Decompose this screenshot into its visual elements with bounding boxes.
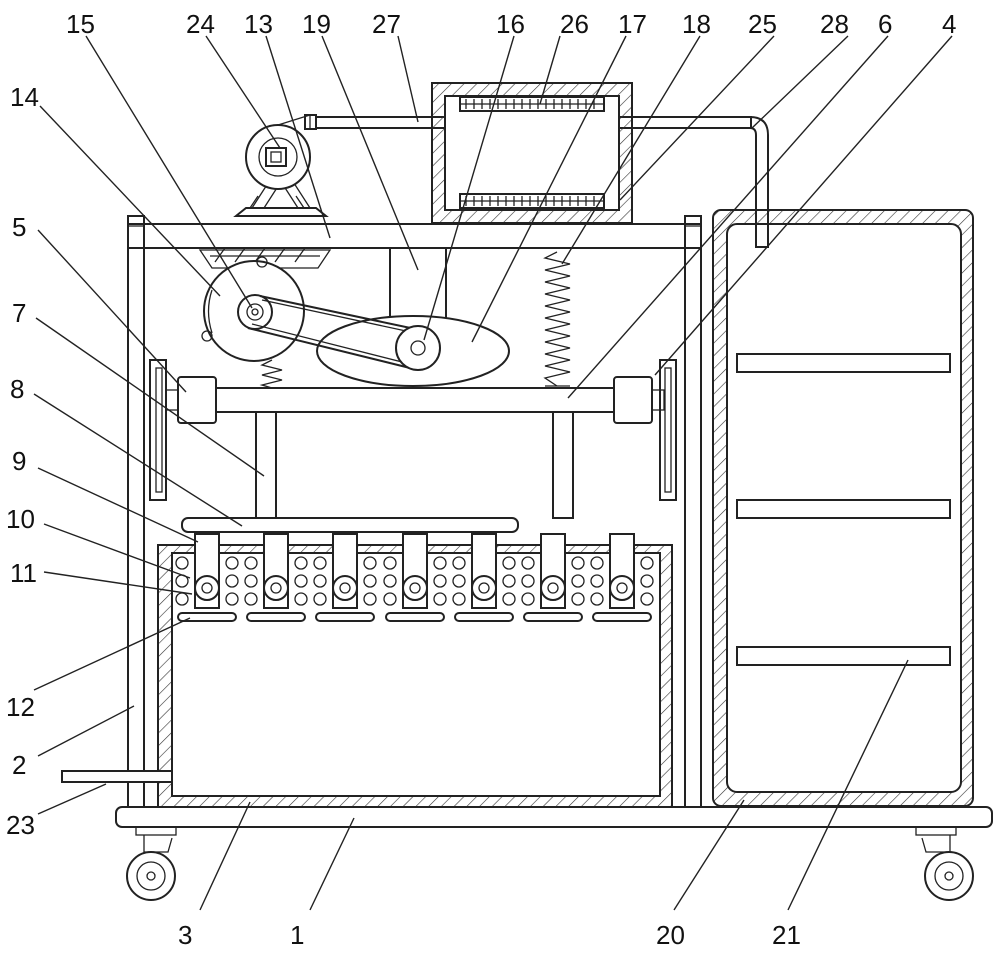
label-19: 19 bbox=[302, 9, 331, 39]
filter-box bbox=[431, 82, 633, 224]
label-8: 8 bbox=[10, 374, 24, 404]
label-2: 2 bbox=[12, 750, 26, 780]
label-5: 5 bbox=[12, 212, 26, 242]
filter-screen-lower bbox=[459, 193, 605, 209]
roller-assembly bbox=[313, 533, 377, 622]
support-rods bbox=[255, 411, 574, 519]
left-caster-wheel bbox=[126, 826, 177, 901]
label-11: 11 bbox=[10, 558, 37, 588]
roller-assembly bbox=[175, 533, 239, 622]
label-18: 18 bbox=[682, 9, 711, 39]
label-24: 24 bbox=[186, 9, 215, 39]
label-16: 16 bbox=[496, 9, 525, 39]
callout-labels: 15 24 13 19 27 16 26 17 18 25 28 6 4 14 … bbox=[6, 9, 956, 950]
label-27: 27 bbox=[372, 9, 401, 39]
label-13: 13 bbox=[244, 9, 273, 39]
label-15: 15 bbox=[66, 9, 95, 39]
label-10: 10 bbox=[6, 504, 35, 534]
label-9: 9 bbox=[12, 446, 26, 476]
storage-box bbox=[712, 209, 974, 807]
roller-assembly bbox=[383, 533, 447, 622]
pulley bbox=[395, 325, 441, 371]
right-caster-wheel bbox=[915, 826, 974, 901]
label-4: 4 bbox=[942, 9, 956, 39]
sliders bbox=[165, 376, 665, 424]
label-14: 14 bbox=[10, 82, 39, 112]
pressing-plate bbox=[181, 517, 519, 533]
label-28: 28 bbox=[820, 9, 849, 39]
label-7: 7 bbox=[12, 298, 26, 328]
leader-lines bbox=[33, 35, 953, 911]
label-17: 17 bbox=[618, 9, 647, 39]
label-20: 20 bbox=[656, 920, 685, 950]
label-1: 1 bbox=[290, 920, 304, 950]
springs bbox=[259, 247, 571, 389]
roller-assembly bbox=[521, 533, 585, 622]
drain-pipe bbox=[61, 770, 173, 783]
belt bbox=[237, 294, 421, 369]
label-21: 21 bbox=[772, 920, 801, 950]
label-23: 23 bbox=[6, 810, 35, 840]
guide-rails bbox=[149, 359, 677, 501]
crossbar bbox=[215, 387, 615, 413]
roller-assembly bbox=[244, 533, 308, 622]
label-12: 12 bbox=[6, 692, 35, 722]
fan bbox=[233, 114, 329, 217]
filter-screen-upper bbox=[459, 96, 605, 112]
label-6: 6 bbox=[878, 9, 892, 39]
roller-row bbox=[175, 533, 654, 622]
label-25: 25 bbox=[748, 9, 777, 39]
label-26: 26 bbox=[560, 9, 589, 39]
label-3: 3 bbox=[178, 920, 192, 950]
roller-assembly bbox=[452, 533, 516, 622]
roller-assembly bbox=[590, 533, 654, 622]
base-plate bbox=[115, 806, 993, 828]
